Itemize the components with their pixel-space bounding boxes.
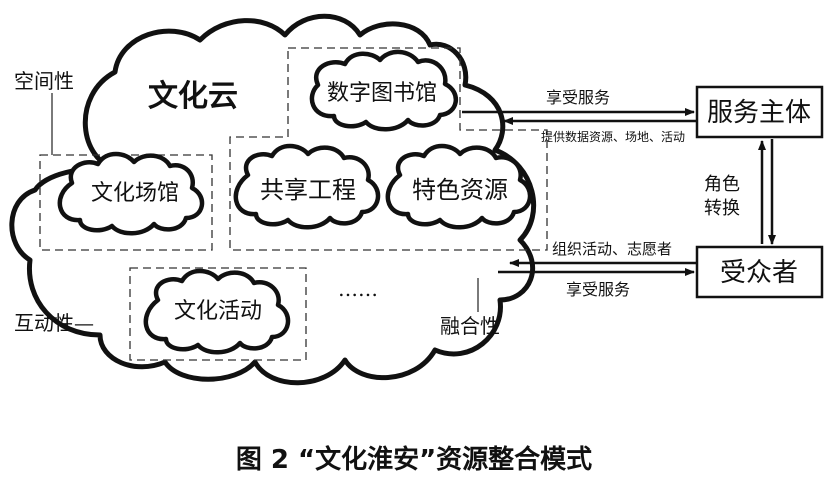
digital-library-label: 数字图书馆 [327,81,437,106]
shared-project-cloud-shape [233,143,381,230]
cloud-title: 文化云 [148,79,238,114]
culture-venue-label: 文化场馆 [91,181,179,206]
audience-label: 受众者 [720,258,798,288]
organize-activities-label: 组织活动、志愿者 [552,240,672,258]
service-provider-box [695,85,824,139]
shared-project-label: 共享工程 [260,176,356,204]
figure-caption: 图 2 “文化淮安”资源整合模式 [236,444,592,475]
audience-box [695,245,824,299]
interactivity-label: 互动性— [14,311,94,335]
featured-resources-cloud-shape [385,143,533,230]
culture-venue-cloud-shape [57,151,205,236]
interactivity-dashed-region [129,267,307,361]
integration-label: 融合性 [440,314,500,338]
culture-activity-cloud-shape [143,268,291,355]
role-line1-label: 角色 [704,174,740,195]
digital-library-cloud-shape [309,49,458,132]
culture-activity-label: 文化活动 [174,299,262,324]
role-line2-label: 转换 [704,198,740,219]
ellipsis-label: …… [338,277,378,301]
enjoy-service-top-label: 享受服务 [546,88,610,107]
spatiality-label: 空间性 [14,69,74,93]
enjoy-service-bottom-label: 享受服务 [566,280,630,299]
featured-resources-label: 特色资源 [412,176,508,204]
provide-resources-label: 提供数据资源、场地、活动 [541,129,685,144]
service-provider-label: 服务主体 [707,98,811,128]
central-dashed-region [229,47,548,251]
